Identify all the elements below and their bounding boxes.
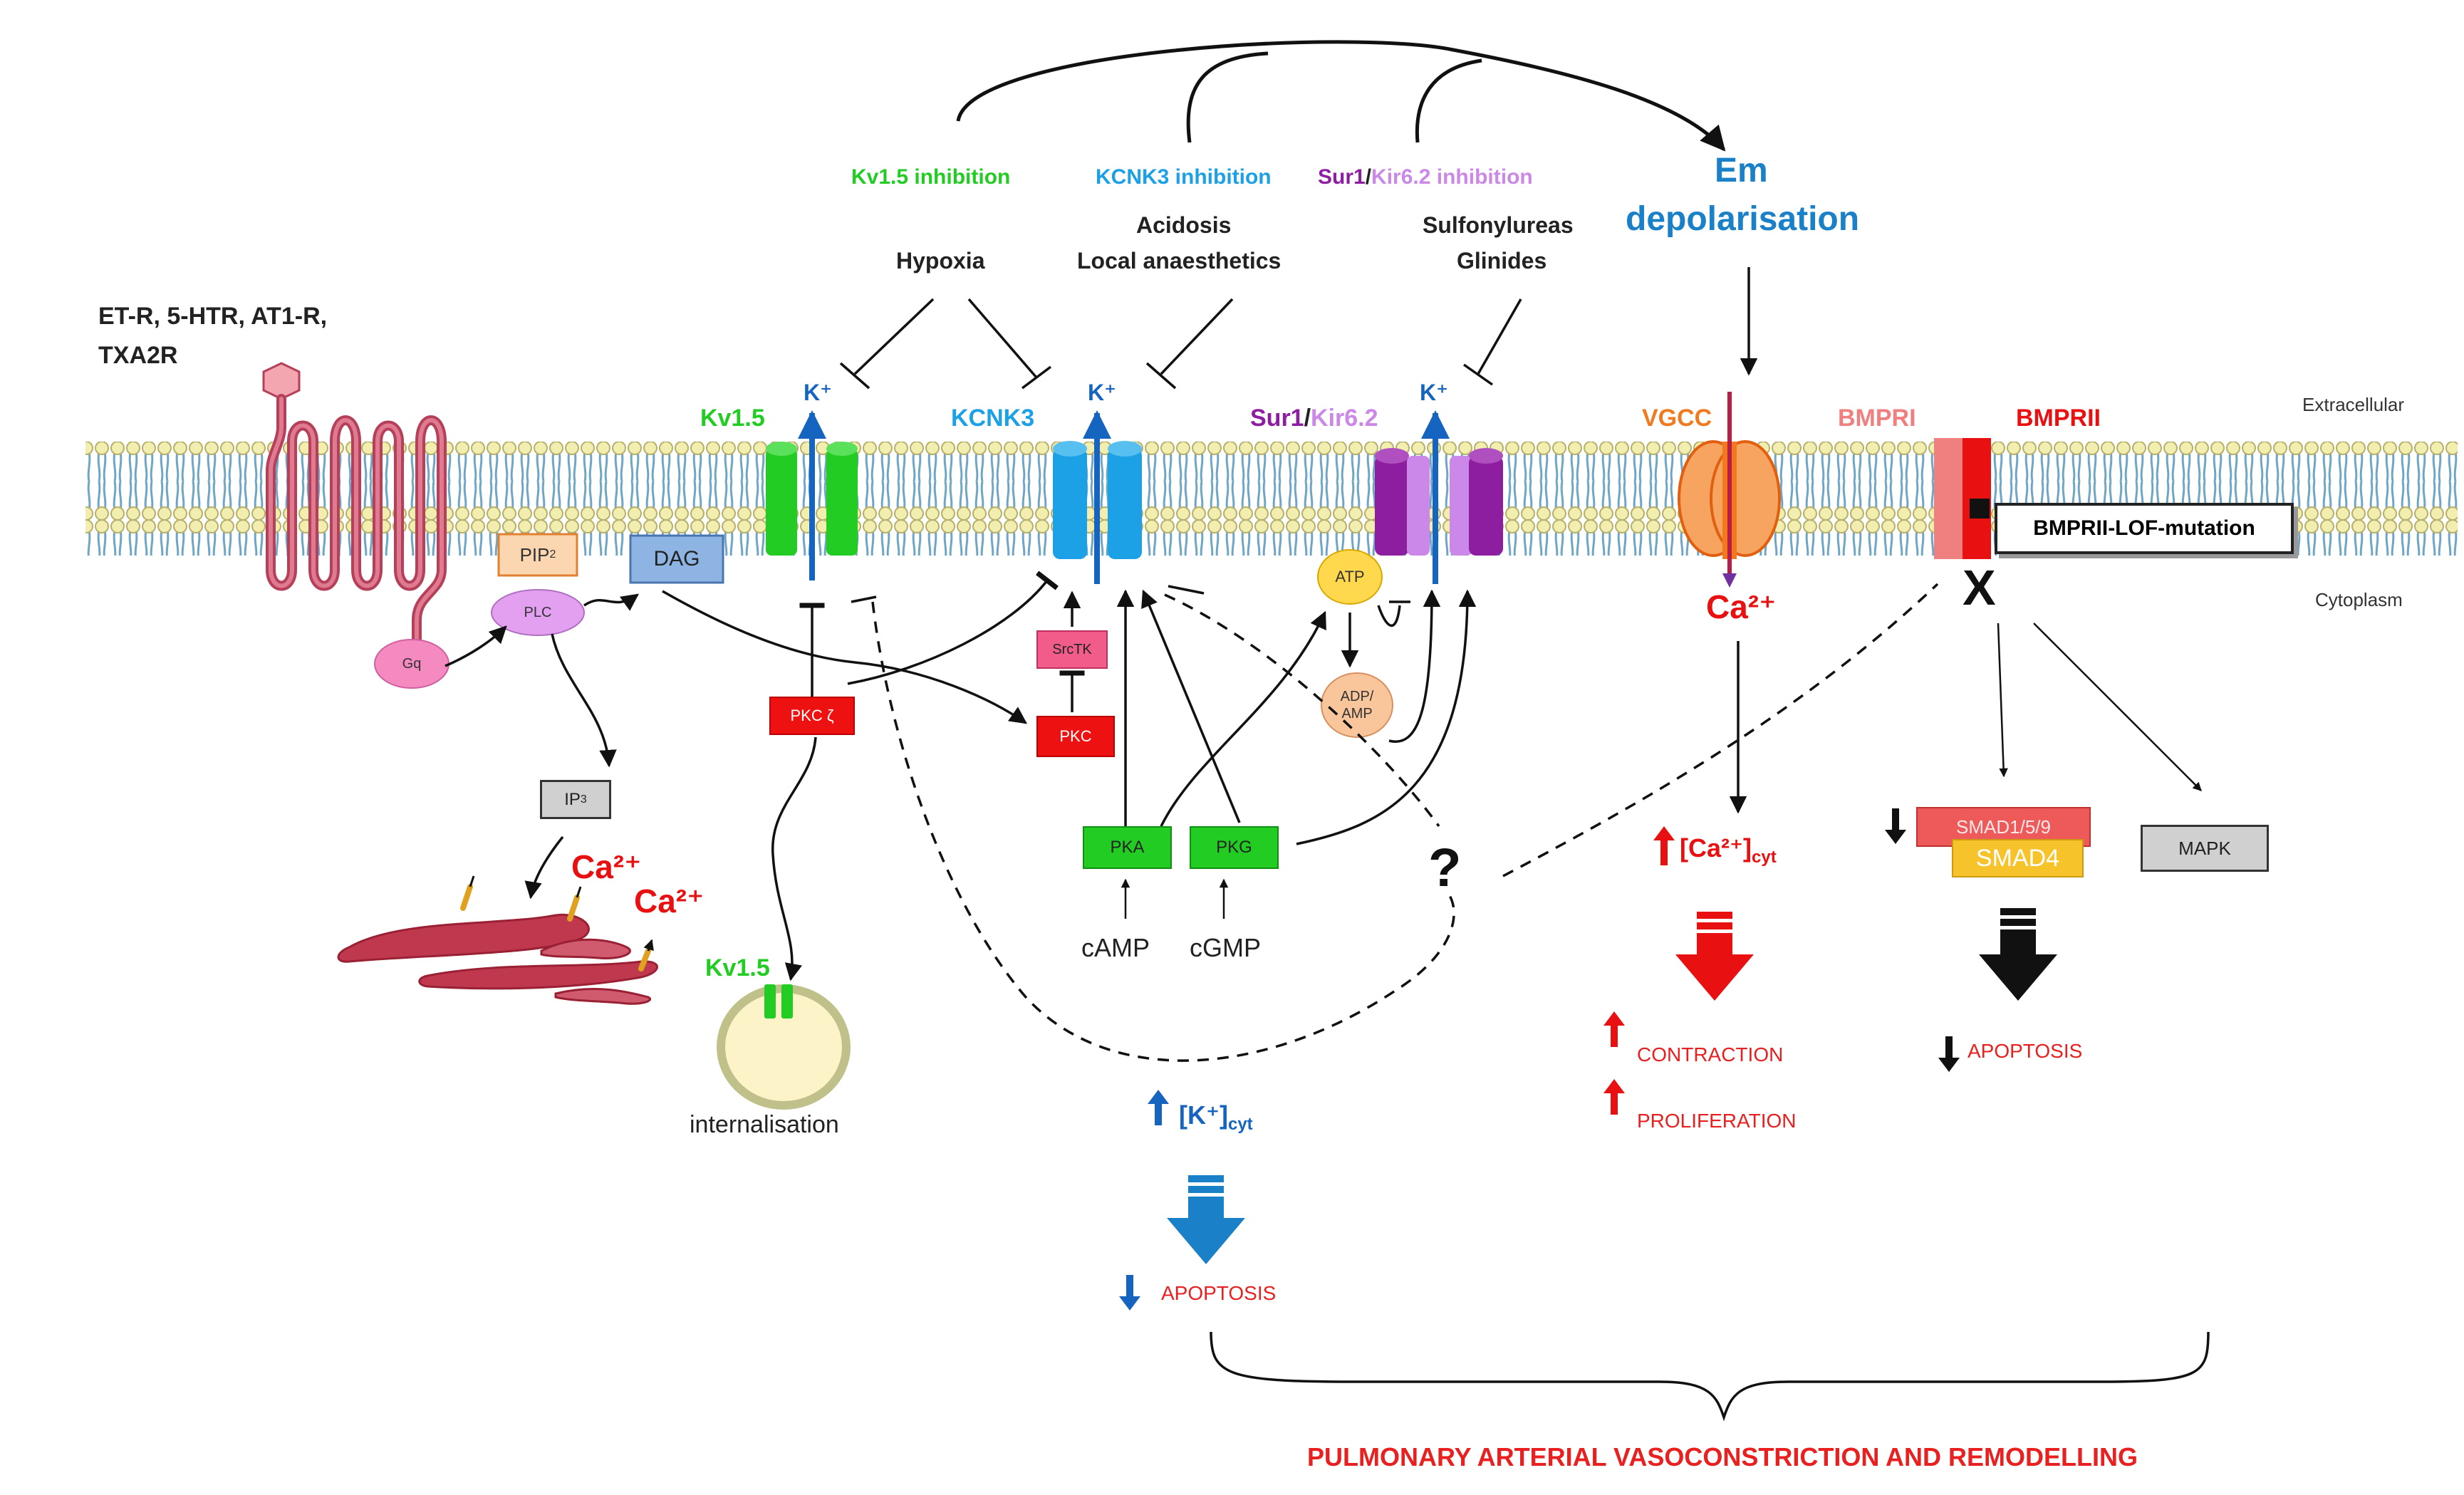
k-plus-label-kv15: K⁺ — [804, 380, 832, 405]
top-arcs — [956, 40, 1726, 152]
k-plus-label-kir62: K⁺ — [1420, 380, 1448, 405]
pkg-box: PKG — [1190, 826, 1279, 869]
sur1-label: Sur1 — [1318, 165, 1366, 189]
pkc-zeta-box: PKC ζ — [769, 697, 855, 735]
mapk-box: MAPK — [2141, 825, 2269, 872]
k-cyt-sub: cyt — [1227, 1115, 1253, 1135]
sur1-kir62-channel — [1375, 448, 1503, 556]
srctk-box: SrcTK — [1036, 630, 1108, 669]
camp-label: cAMP — [1081, 933, 1150, 962]
atp-label: ATP — [1335, 568, 1365, 585]
footer-title: PULMONARY ARTERIAL VASOCONSTRICTION AND … — [1307, 1442, 2138, 1471]
hypoxia-label: Hypoxia — [896, 248, 985, 274]
inhibition-lines — [839, 298, 1522, 390]
adp-amp-ellipse — [1321, 672, 1393, 738]
kv15-internal-label: Kv1.5 — [705, 954, 770, 981]
ip3-text: IP — [564, 789, 581, 809]
kcnk3-inhibition-label: KCNK3 inhibition — [1096, 165, 1272, 189]
cytoplasm-label: Cytoplasm — [2315, 589, 2403, 610]
contraction-label: CONTRACTION — [1637, 1043, 1784, 1066]
k-plus-label-kcnk3: K⁺ — [1088, 380, 1116, 405]
internalisation-label: internalisation — [690, 1111, 839, 1138]
bmpri-receptor — [1934, 438, 1963, 559]
kv15-inhibition-label: Kv1.5 inhibition — [851, 165, 1011, 189]
receptor-names-line1: ET-R, 5-HTR, AT1-R, — [98, 303, 328, 330]
k-cyt-label: [K⁺]cyt — [1179, 1100, 1253, 1135]
k-cyt-text: [K⁺] — [1179, 1100, 1228, 1130]
slash-channel-text: / — [1304, 405, 1311, 432]
kir62-channel-text: Kir6.2 — [1311, 405, 1378, 432]
pka-box: PKA — [1083, 826, 1172, 869]
em-label: Em — [1715, 152, 1768, 189]
kv15-channel-label: Kv1.5 — [700, 405, 765, 432]
question-mark: ? — [1428, 838, 1462, 898]
apoptosis-label-smad: APOPTOSIS — [1967, 1040, 2083, 1062]
er-membrane-icon — [337, 875, 657, 1005]
vgcc-ca-label: Ca²⁺ — [1706, 588, 1777, 625]
big-arrows — [1167, 908, 2057, 1264]
ca-cyt-text: [Ca²⁺] — [1680, 833, 1752, 863]
glinides-label: Glinides — [1457, 248, 1547, 274]
dag-label: DAG — [653, 547, 700, 571]
pkc-box: PKC — [1036, 716, 1115, 757]
dag-box — [629, 534, 724, 584]
plc-enzyme — [491, 589, 585, 636]
er-ca-label-2: Ca²⁺ — [634, 882, 705, 920]
smad4-box: SMAD4 — [1952, 839, 2084, 877]
gq-label: Gq — [402, 655, 422, 672]
sur1-channel-text: Sur1 — [1250, 405, 1304, 432]
adp-text: ADP/ — [1340, 689, 1374, 704]
atp-ellipse — [1317, 549, 1383, 605]
ip3-sub: 3 — [580, 793, 587, 806]
cgmp-label: cGMP — [1190, 933, 1262, 962]
sur1-kir62-inhibition-label: Sur1/Kir6.2 inhibition — [1318, 165, 1533, 189]
receptor-names-line2: TXA2R — [98, 342, 178, 369]
bmprii-lof-mutation-box: BMPRII-LOF-mutation — [1995, 503, 2294, 554]
small-indicator-arrows — [1119, 808, 1960, 1311]
local-anaesthetics-label: Local anaesthetics — [1077, 248, 1282, 274]
apoptosis-label-k: APOPTOSIS — [1161, 1282, 1277, 1304]
proliferation-label: PROLIFERATION — [1637, 1110, 1797, 1132]
adp-amp-label: ADP/ AMP — [1321, 673, 1393, 737]
hexagon-ligand-icon — [262, 362, 301, 400]
bottom-brace — [1210, 1331, 2210, 1422]
amp-text: AMP — [1341, 706, 1373, 722]
ca-cyt-label: [Ca²⁺]cyt — [1680, 833, 1777, 868]
er-ca-label-1: Ca²⁺ — [571, 848, 642, 885]
kcnk3-channel-label: KCNK3 — [951, 405, 1035, 432]
sur1-channel-label: Sur1/Kir6.2 — [1250, 405, 1378, 432]
bmpri-label: BMPRI — [1838, 405, 1916, 432]
depolarisation-label: depolarisation — [1626, 200, 1860, 238]
plc-label: PLC — [524, 604, 552, 620]
ca-cyt-sub: cyt — [1752, 848, 1777, 868]
pip2-sub: 2 — [549, 548, 556, 561]
kir62-inhibition-label: Kir6.2 inhibition — [1371, 165, 1533, 189]
sulfonylureas-label: Sulfonylureas — [1423, 212, 1574, 238]
pip2-box — [497, 533, 578, 577]
kv15-channel — [766, 442, 858, 556]
pip2-text: PIP — [519, 543, 550, 566]
dashed-links — [871, 583, 1939, 1062]
vesicle-icon — [717, 984, 851, 1110]
vgcc-label: VGCC — [1642, 405, 1712, 432]
bmprii-label: BMPRII — [2016, 405, 2101, 432]
kcnk3-channel — [1053, 441, 1142, 559]
slash-label: / — [1365, 165, 1372, 189]
bmpr-x-mark: X — [1963, 560, 1996, 615]
acidosis-label: Acidosis — [1136, 212, 1232, 238]
extracellular-label: Extracellular — [2302, 394, 2405, 415]
